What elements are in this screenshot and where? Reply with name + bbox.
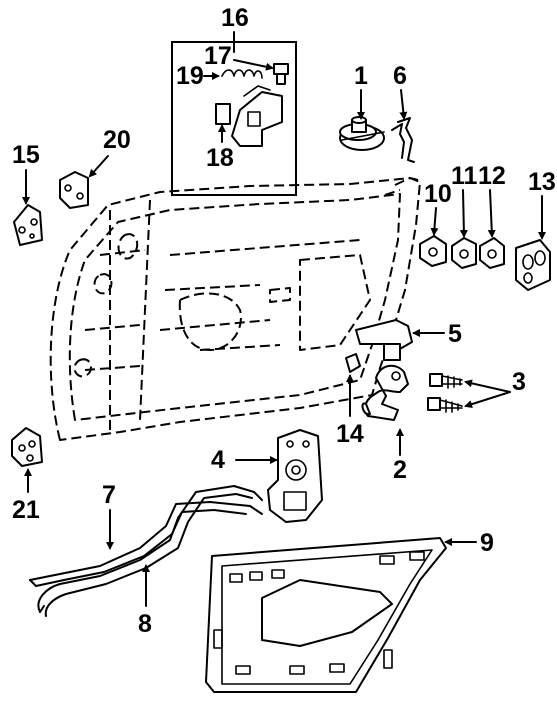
part-10-clip (419, 235, 447, 267)
callout-12: 12 (478, 162, 506, 190)
part-21-bracket (11, 427, 43, 467)
callout-11: 11 (451, 162, 478, 190)
callout-10: 10 (424, 180, 452, 208)
part-6-retainer-clip (391, 117, 415, 163)
part-11-clip (451, 237, 477, 269)
callout-17: 17 (204, 42, 232, 70)
callout-13: 13 (528, 168, 556, 196)
part-3-bolts (427, 373, 463, 413)
callout-1: 1 (354, 62, 368, 90)
callout-18: 18 (206, 144, 234, 172)
part-7-8-lock-rods (29, 485, 263, 617)
door-frame (49, 177, 421, 441)
leader-lines (22, 31, 546, 607)
callout-21: 21 (12, 496, 40, 524)
part-17-screw (273, 63, 289, 85)
callout-labels: 1 6 16 17 19 18 15 20 10 11 12 13 5 3 14… (12, 4, 556, 638)
part-20-bracket (59, 171, 89, 209)
callout-2: 2 (393, 456, 407, 484)
part-18-bushing (215, 103, 231, 125)
callout-7: 7 (102, 481, 116, 509)
part-9-trim-panel (205, 537, 447, 693)
part-14-grommet (345, 353, 361, 373)
callout-5: 5 (448, 320, 462, 348)
callout-3: 3 (512, 368, 526, 396)
callout-19: 19 (176, 62, 204, 90)
part-5-handle-bracket (355, 319, 413, 361)
part-13-bumper (515, 239, 551, 291)
part-16-lever-assembly (231, 85, 283, 147)
callout-14: 14 (336, 420, 364, 448)
part-2-outside-handle (361, 364, 409, 421)
callout-20: 20 (103, 126, 131, 154)
part-1-lock-cylinder (339, 116, 385, 151)
callout-16: 16 (221, 4, 249, 32)
part-15-bracket (13, 204, 43, 246)
part-4-lock-actuator (267, 429, 323, 523)
callout-9: 9 (480, 529, 494, 557)
callout-4: 4 (211, 446, 225, 474)
part-19-spring (221, 69, 263, 79)
callout-15: 15 (12, 141, 40, 169)
part-12-clip (479, 237, 505, 269)
callout-6: 6 (393, 62, 407, 90)
callout-8: 8 (138, 610, 152, 638)
